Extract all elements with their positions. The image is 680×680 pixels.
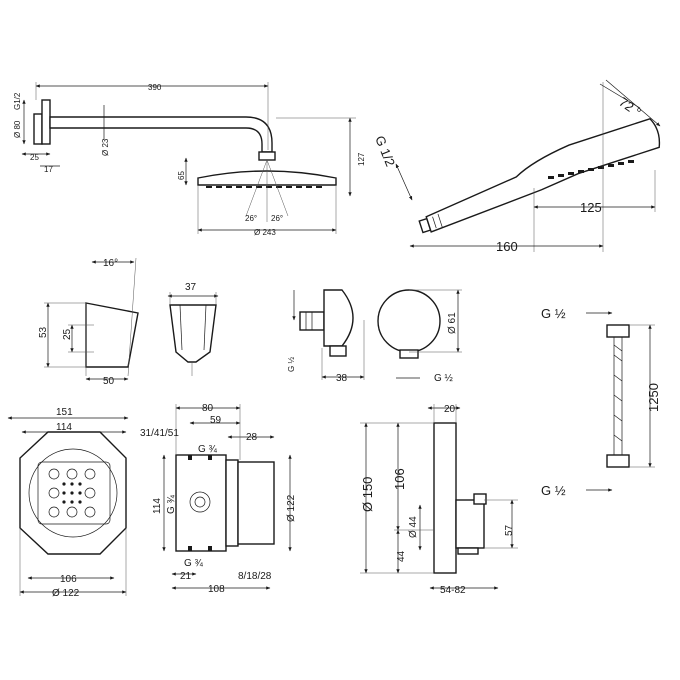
box-bottom-a: 106 <box>60 574 77 585</box>
flange-dia-label: Ø 80 <box>13 120 22 138</box>
outlet-thread-bottom: G ½ <box>434 373 454 384</box>
box-g34-bottom: G ¾ <box>184 558 204 569</box>
spray-angle-left: 26° <box>245 214 257 223</box>
shower-hose: G ½ 1250 G ½ <box>541 306 661 498</box>
wall-holder-front: 37 <box>167 282 219 376</box>
installation-box-side: 80 59 31/41/51 G ¾ 28 114 G ¾ Ø 122 G ¾ … <box>140 403 297 595</box>
outlet-depth: 38 <box>336 373 348 384</box>
trim-plate <box>433 422 457 574</box>
trim-h57: 57 <box>504 524 515 536</box>
shower-arm <box>49 116 273 153</box>
head-height-label: 65 <box>177 171 186 180</box>
installation-box-front: 151 114 106 Ø 122 <box>7 407 129 599</box>
trim-w20: 20 <box>444 404 456 415</box>
holder-angle: 16° <box>103 258 118 269</box>
box-range-bottom: 8/18/28 <box>238 571 272 582</box>
box-w21: 21 <box>180 571 192 582</box>
box-inner: 114 <box>56 422 72 433</box>
hand-head-length: 125 <box>580 200 602 215</box>
hand-angle-label: 72 ° <box>616 94 644 120</box>
outlet-thread-left: G ½ <box>287 357 296 372</box>
box-height-114: 114 <box>152 498 163 514</box>
thermostat-trim: 20 Ø 150 106 Ø 44 44 57 54-82 <box>360 404 518 596</box>
wall-flange <box>33 113 43 145</box>
box-side-range: 31/41/51 <box>140 428 179 439</box>
hand-total-length: 160 <box>496 239 518 254</box>
total-height-label: 127 <box>357 152 366 166</box>
box-bottom-b: Ø 122 <box>52 588 80 599</box>
box-g34-left: G ¾ <box>166 494 177 514</box>
arm-length-label: 390 <box>148 83 162 92</box>
wall-outlet: G ½ Ø 61 38 G ½ <box>287 289 462 384</box>
trim-h44: 44 <box>396 550 407 562</box>
box-holes <box>48 468 96 518</box>
box-dia-122: Ø 122 <box>286 494 297 522</box>
holder-height: 53 <box>38 326 49 338</box>
box-side-59: 59 <box>210 415 222 426</box>
overhead-shower-assembly: 390 G1/2 Ø 80 Ø 23 25 17 65 127 26° 26° … <box>13 82 366 237</box>
hose-length: 1250 <box>646 383 661 412</box>
hand-shower: 72 ° G 1/2 125 160 <box>372 79 661 254</box>
flange-depth-label: 25 <box>30 153 39 162</box>
trim-h106: 106 <box>392 468 407 490</box>
trim-dia150: Ø 150 <box>360 477 375 512</box>
offset-label: 17 <box>44 165 53 174</box>
shower-head-nozzles <box>206 186 322 188</box>
thermostat-knob <box>455 499 485 549</box>
holder-depth: 37 <box>185 282 197 293</box>
hose-thread-top: G ½ <box>541 306 566 321</box>
box-side-80: 80 <box>202 403 214 414</box>
trim-d44: Ø 44 <box>408 516 419 538</box>
pipe-dia-label: Ø 23 <box>101 138 110 156</box>
spray-angle-right: 26° <box>271 214 283 223</box>
wall-holder-side: 16° 53 25 50 <box>38 257 139 387</box>
thread-label: G1/2 <box>13 92 22 110</box>
holder-inner: 25 <box>62 328 73 340</box>
hand-thread-label: G 1/2 <box>372 134 398 169</box>
box-w108: 108 <box>208 584 225 595</box>
outlet-dia: Ø 61 <box>447 312 458 334</box>
hand-shower-nozzles <box>548 160 634 179</box>
box-outer: 151 <box>56 407 73 418</box>
trim-range: 54-82 <box>440 585 466 596</box>
outlet-front <box>377 289 441 353</box>
holder-width: 50 <box>103 376 115 387</box>
box-depth-28: 28 <box>246 432 258 443</box>
box-g34-top: G ¾ <box>198 444 218 455</box>
hose-thread-bottom: G ½ <box>541 483 566 498</box>
head-dia-label: Ø 243 <box>254 228 276 237</box>
